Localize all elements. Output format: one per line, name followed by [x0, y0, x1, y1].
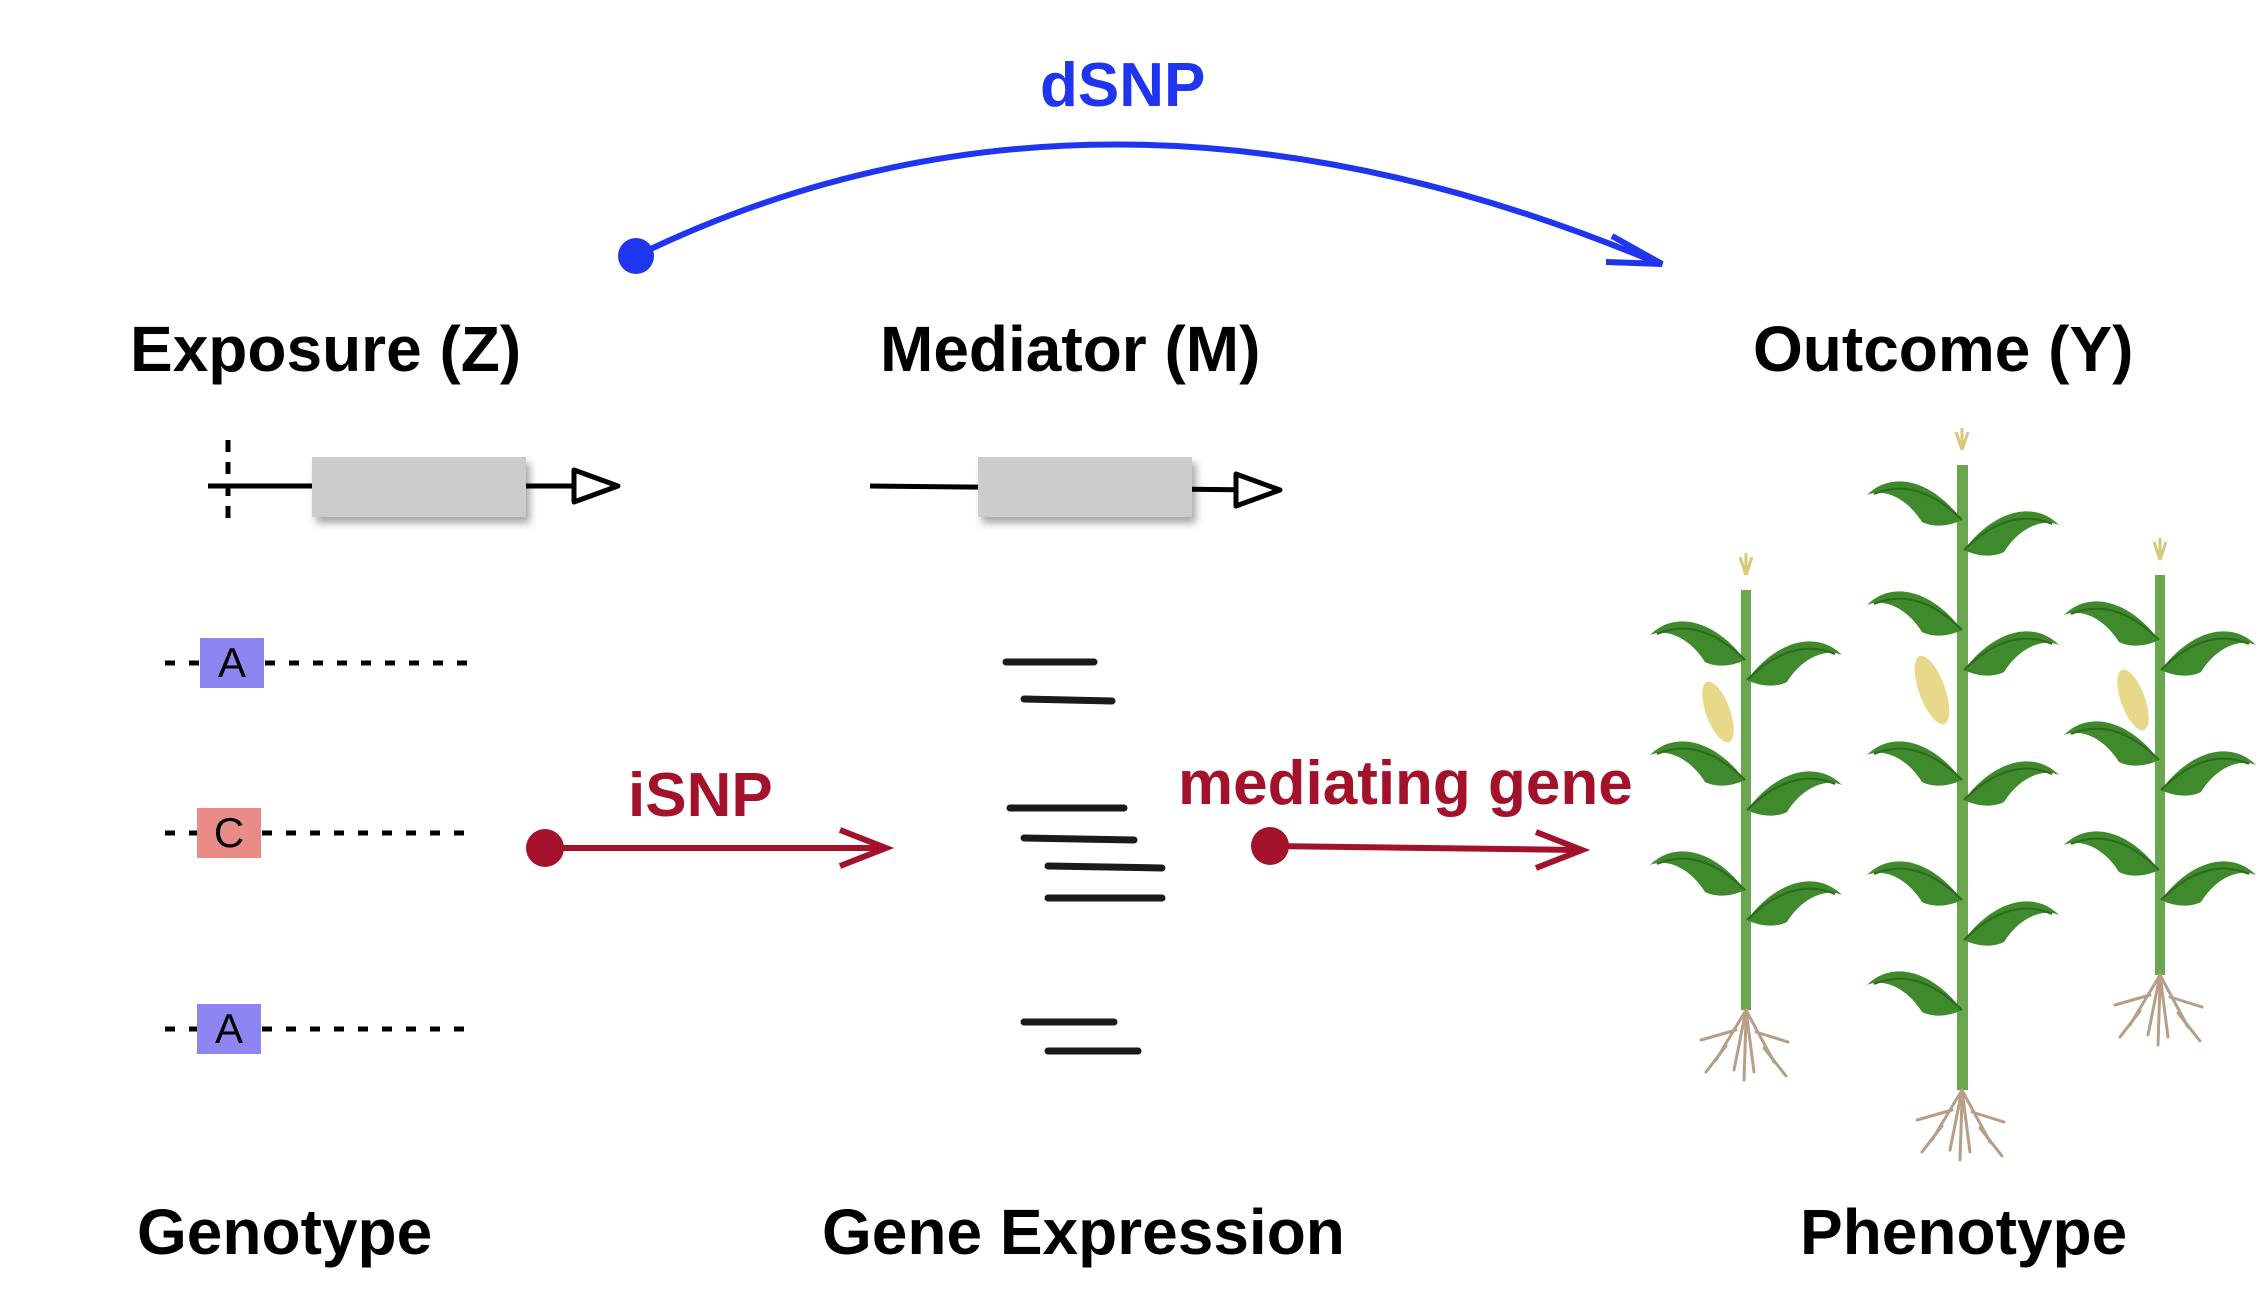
mediator-header: Mediator (M)	[880, 313, 1261, 385]
band-2	[1020, 695, 1116, 705]
allele-box-1: A	[200, 638, 264, 688]
allele-box-2: C	[197, 808, 261, 858]
genotype-dotted-lines	[165, 660, 475, 1032]
exposure-header: Exposure (Z)	[130, 313, 522, 385]
isnp-arrow	[526, 827, 895, 869]
dsnp-arrow	[618, 141, 1664, 274]
mediator-gene-model	[869, 457, 1283, 517]
corn-plant-short-right	[2063, 538, 2257, 1047]
corn-plant-short-left	[1649, 553, 1843, 1082]
expression-bands	[1002, 658, 1166, 1055]
band-4	[1020, 834, 1138, 844]
gene-expression-label: Gene Expression	[822, 1196, 1345, 1268]
genotype-label: Genotype	[137, 1196, 433, 1268]
phenotype-label: Phenotype	[1800, 1196, 2128, 1268]
mediating-gene-label: mediating gene	[1178, 749, 1633, 818]
outcome-header: Outcome (Y)	[1753, 313, 2134, 385]
allele-box-3: A	[197, 1004, 261, 1054]
band-5	[1044, 862, 1166, 872]
corn-plant-tall-middle	[1866, 428, 2060, 1162]
isnp-label: iSNP	[628, 761, 773, 830]
mediating-gene-arrow	[1251, 827, 1591, 871]
dsnp-label: dSNP	[1040, 51, 1206, 120]
exposure-gene-model	[208, 440, 621, 524]
